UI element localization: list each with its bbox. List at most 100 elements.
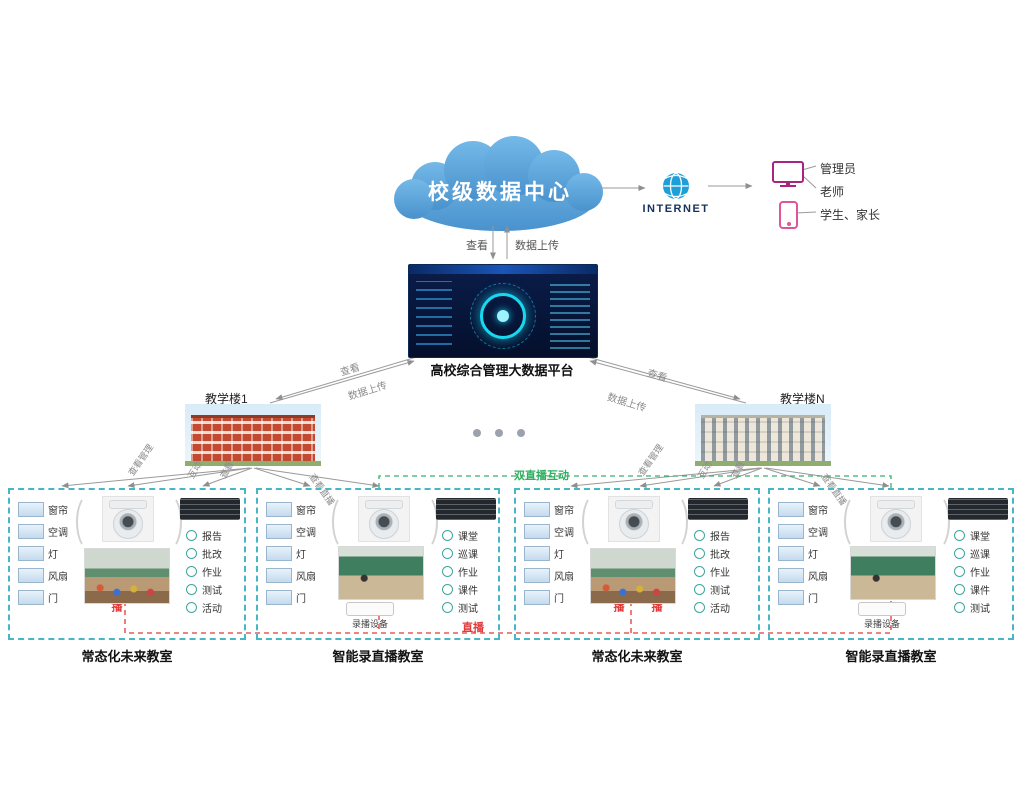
device-image — [266, 523, 292, 539]
device-image — [266, 567, 292, 583]
monitor-icon — [772, 161, 804, 183]
function-row: 课堂 — [954, 528, 990, 543]
device-image — [778, 589, 804, 605]
function-label: 巡课 — [970, 550, 990, 561]
bracket-right — [924, 494, 950, 550]
user-student-parent: 学生、家长 — [820, 208, 881, 222]
function-icon — [694, 584, 705, 595]
camera-mount — [365, 500, 403, 509]
device-label: 窗帘 — [554, 505, 574, 517]
function-row: 批改 — [694, 546, 730, 561]
function-row: 课件 — [442, 582, 478, 597]
function-label: 作业 — [710, 568, 730, 579]
device-image — [524, 545, 550, 561]
device-label: 窗帘 — [808, 505, 828, 517]
diag-upload-right: 数据上传 — [605, 392, 648, 415]
function-row: 课件 — [954, 582, 990, 597]
function-label: 批改 — [710, 550, 730, 561]
ellipsis-dot — [517, 429, 525, 437]
function-label: 课件 — [458, 586, 478, 597]
classroom-group-record-2: 窗帘 空调 灯 风扇 门 录播设备 课堂 巡课 作业 课件 测试 — [768, 488, 1014, 640]
bracket-left — [844, 494, 870, 550]
function-icon — [442, 530, 453, 541]
function-icon — [442, 602, 453, 613]
device-image — [778, 523, 804, 539]
camera-dome — [113, 509, 143, 539]
device-label: 窗帘 — [48, 505, 68, 517]
device-label: 空调 — [808, 527, 828, 539]
device-image — [18, 501, 44, 517]
function-row: 作业 — [694, 564, 730, 579]
bracket-right — [662, 494, 688, 550]
building-facade — [701, 415, 825, 461]
dashboard-right-panel — [550, 281, 590, 349]
function-row: 测试 — [954, 600, 990, 615]
device-row: 窗帘 — [18, 501, 68, 517]
diag-upload-left: 数据上传 — [346, 380, 389, 403]
function-list: 报告 批改 作业 测试 活动 — [186, 528, 222, 615]
recording-device: 录播设备 — [346, 602, 394, 630]
function-label: 课件 — [970, 586, 990, 597]
function-label: 活动 — [710, 604, 730, 615]
recorder-image — [346, 602, 394, 616]
device-label: 风扇 — [554, 571, 574, 583]
group-caption-2: 智能录直播教室 — [332, 649, 424, 664]
function-icon — [694, 548, 705, 559]
device-image — [18, 589, 44, 605]
device-label: 灯 — [296, 549, 306, 561]
function-icon — [442, 584, 453, 595]
dashboard-left-panel — [416, 281, 452, 345]
group-caption-3: 常态化未来教室 — [591, 649, 683, 664]
function-row: 巡课 — [442, 546, 478, 561]
device-image — [18, 523, 44, 539]
camera-dome — [881, 509, 911, 539]
building-facade — [191, 415, 315, 461]
device-label: 门 — [808, 593, 818, 605]
device-label: 门 — [48, 593, 58, 605]
device-row: 门 — [266, 589, 316, 605]
device-row: 风扇 — [18, 567, 68, 583]
function-label: 作业 — [458, 568, 478, 579]
device-row: 灯 — [778, 545, 828, 561]
dual-live-link — [378, 475, 892, 488]
device-row: 空调 — [524, 523, 574, 539]
dashboard-ring — [480, 292, 526, 339]
bracket-left — [582, 494, 608, 550]
function-icon — [186, 548, 197, 559]
device-image — [18, 567, 44, 583]
fan-label: 查看管理 — [126, 442, 156, 478]
device-image — [524, 567, 550, 583]
function-label: 测试 — [202, 586, 222, 597]
bracket-left — [76, 494, 102, 550]
device-row: 窗帘 — [524, 501, 574, 517]
function-label: 测试 — [970, 604, 990, 615]
flow-upload-label: 数据上传 — [515, 240, 559, 252]
device-label: 风扇 — [808, 571, 828, 583]
device-row: 灯 — [18, 545, 68, 561]
device-row: 空调 — [18, 523, 68, 539]
device-image — [266, 545, 292, 561]
function-icon — [954, 566, 965, 577]
user-admin: 管理员 — [820, 162, 857, 176]
dome-camera-image — [608, 496, 660, 542]
function-icon — [186, 530, 197, 541]
device-row: 门 — [778, 589, 828, 605]
function-label: 批改 — [202, 550, 222, 561]
function-icon — [954, 602, 965, 613]
internet-label: INTERNET — [642, 203, 710, 215]
building-n-label: 教学楼N — [780, 392, 825, 406]
function-row: 报告 — [186, 528, 222, 543]
device-label: 灯 — [808, 549, 818, 561]
device-strip: 窗帘 空调 灯 风扇 门 — [778, 501, 828, 605]
function-label: 测试 — [710, 586, 730, 597]
ground — [695, 461, 831, 466]
function-label: 课堂 — [970, 532, 990, 543]
diag-view-right: 查看 — [645, 368, 669, 385]
function-icon — [954, 548, 965, 559]
function-row: 测试 — [694, 582, 730, 597]
device-row: 窗帘 — [266, 501, 316, 517]
function-label: 报告 — [202, 532, 222, 543]
camera-mount — [109, 500, 147, 509]
building-1-photo — [185, 404, 321, 466]
